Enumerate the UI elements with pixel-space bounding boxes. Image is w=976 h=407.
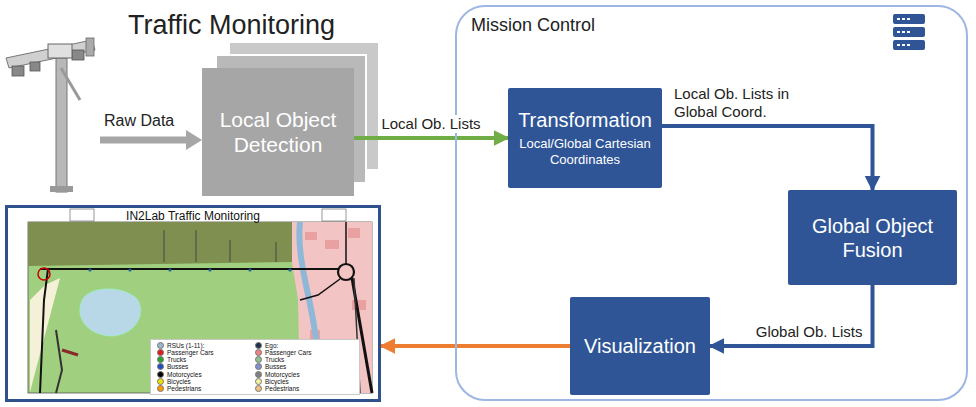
legend-swatch [255,349,262,356]
server-icon [893,14,925,50]
legend-swatch [157,342,164,349]
legend-swatch [255,378,262,385]
legend-swatch [255,371,262,378]
process-box: Visualization [570,297,710,395]
legend-entry: Pedestrians [255,385,353,392]
legend-swatch [157,349,164,356]
process-stack: Local Object Detection [202,68,354,196]
raw-data-arrow [100,130,202,150]
sensor-pole [6,38,95,192]
legend-text: Ego: [265,342,278,349]
page-title: Traffic Monitoring [128,10,335,41]
legend-text: Bicycles [265,378,289,385]
legend-text: Passenger Cars [167,349,214,356]
flow-arrow [381,344,570,348]
legend-text: Passenger Cars [265,349,312,356]
map-title: IN2Lab Traffic Monitoring [8,209,378,223]
legend-swatch [157,371,164,378]
legend-entry: Passenger Cars [255,349,353,356]
legend-swatch [157,363,164,370]
legend-entry: Trucks [255,356,353,363]
legend-swatch [255,363,262,370]
legend-text: Pedestrians [265,385,299,392]
legend-entry: Motorcycles [255,371,353,378]
legend-swatch [255,356,262,363]
legend-entry: Passenger Cars [157,349,255,356]
legend-entry: Pedestrians [157,385,255,392]
legend-text: Motorcycles [167,371,202,378]
map-legend: RSUs (1-11):Passenger CarsTrucksBussesMo… [150,339,360,395]
legend-text: Trucks [167,356,186,363]
legend-swatch [255,342,262,349]
legend-entry: Busses [255,363,353,370]
flow-arrow [354,136,508,140]
legend-entry: Motorcycles [157,371,255,378]
process-box: TransformationLocal/Global Cartesian Coo… [508,88,662,188]
edge-label: Global Ob. Lists [754,323,865,341]
legend-swatch [157,385,164,392]
region-title: Mission Control [471,15,952,37]
box-title: Local Object Detection [208,107,348,157]
legend-swatch [255,385,262,392]
process-box: Global Object Fusion [788,190,957,285]
box-title: Transformation [518,108,652,132]
legend-text: RSUs (1-11): [167,342,204,349]
legend-text: Pedestrians [167,385,201,392]
legend-text: Trucks [265,356,284,363]
legend-entry: Trucks [157,356,255,363]
flow-arrow [710,285,873,346]
mission-control-region: Mission ControlTransformationLocal/Globa… [455,5,968,401]
box-title: Visualization [584,334,696,358]
legend-entry: Bicycles [157,378,255,385]
legend-swatch [157,356,164,363]
flow-arrow [662,126,873,190]
legend-entry: Busses [157,363,255,370]
box-title: Global Object Fusion [793,214,952,262]
legend-text: Busses [167,363,188,370]
edge-label: Local Ob. Lists [379,115,482,133]
legend-text: Motorcycles [265,371,300,378]
map-screenshot [5,205,381,402]
flow-label: Raw Data [104,112,174,130]
legend-entry: RSUs (1-11): [157,342,255,349]
legend-text: Bicycles [167,378,191,385]
legend-entry: Bicycles [255,378,353,385]
legend-entry: Ego: [255,342,353,349]
legend-text: Busses [265,363,286,370]
box-subtitle: Local/Global Cartesian Coordinates [513,136,657,167]
edge-label: Local Ob. Lists in Global Coord. [672,85,804,121]
legend-swatch [157,378,164,385]
